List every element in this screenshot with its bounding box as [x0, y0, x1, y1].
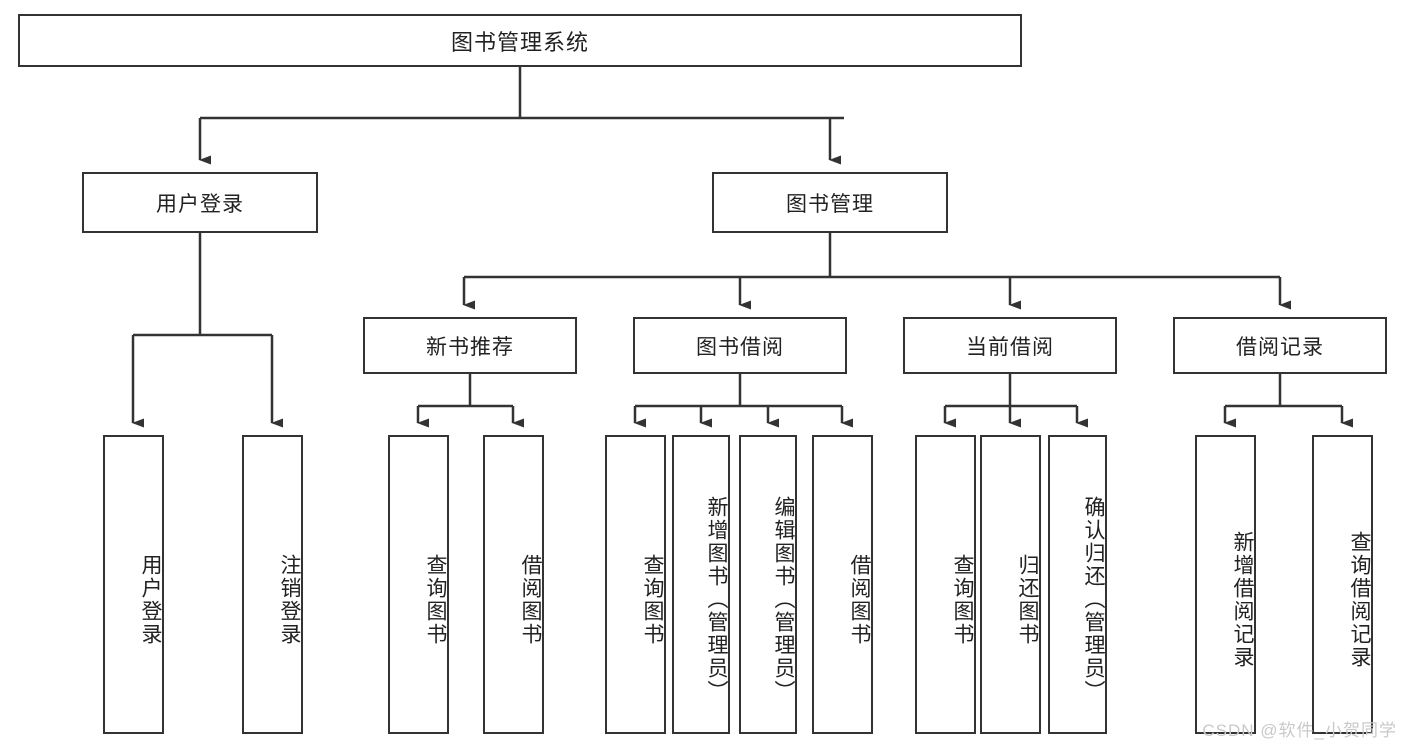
node-book-management[interactable]: 图书管理	[712, 172, 948, 233]
node-current-borrow[interactable]: 当前借阅	[903, 317, 1117, 374]
leaf-confirm-return-admin[interactable]: 确认归还（管理员）	[1048, 435, 1107, 734]
node-root[interactable]: 图书管理系统	[18, 14, 1022, 67]
leaf-borrow-book[interactable]: 借阅图书	[812, 435, 873, 734]
node-book-borrow[interactable]: 图书借阅	[633, 317, 847, 374]
leaf-query-book-current[interactable]: 查询图书	[915, 435, 976, 734]
leaf-return-book[interactable]: 归还图书	[980, 435, 1041, 734]
leaf-logout[interactable]: 注销登录	[242, 435, 303, 734]
leaf-query-book-recommend[interactable]: 查询图书	[388, 435, 449, 734]
leaf-edit-book-admin[interactable]: 编辑图书（管理员）	[739, 435, 797, 734]
leaf-query-borrow-record[interactable]: 查询借阅记录	[1312, 435, 1373, 734]
node-borrow-record[interactable]: 借阅记录	[1173, 317, 1387, 374]
watermark: CSDN @软件_小贺同学	[1202, 721, 1397, 740]
leaf-add-borrow-record[interactable]: 新增借阅记录	[1195, 435, 1256, 734]
node-user-login[interactable]: 用户登录	[82, 172, 318, 233]
leaf-add-book-admin[interactable]: 新增图书（管理员）	[672, 435, 730, 734]
node-new-book-recommend[interactable]: 新书推荐	[363, 317, 577, 374]
leaf-user-login[interactable]: 用户登录	[103, 435, 164, 734]
leaf-query-book-borrow[interactable]: 查询图书	[605, 435, 666, 734]
leaf-borrow-book-recommend[interactable]: 借阅图书	[483, 435, 544, 734]
